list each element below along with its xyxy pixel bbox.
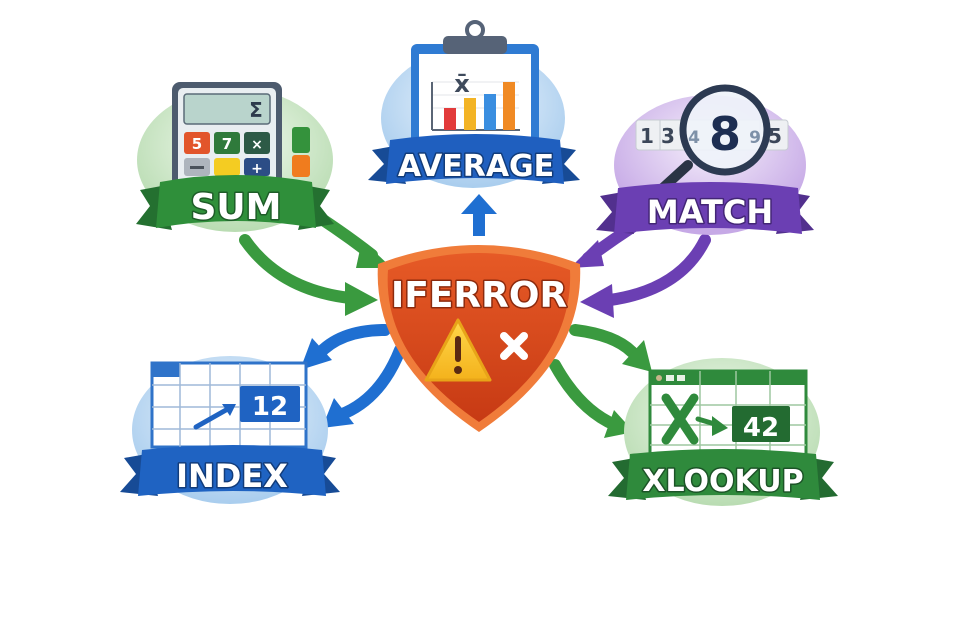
index-result-value: 12 — [252, 392, 288, 422]
warning-triangle-icon — [424, 318, 492, 382]
node-iferror[interactable]: IFERROR — [377, 245, 581, 432]
index-banner: INDEX — [120, 445, 340, 497]
node-average[interactable]: x̄ AVERAGE — [368, 20, 580, 188]
arrowhead-icon — [356, 240, 392, 268]
connection-match-to-iferror — [570, 216, 711, 318]
grid-table-icon: 12 — [150, 361, 308, 449]
node-xlookup[interactable]: 42 XLOOKUP — [608, 358, 838, 506]
arrowhead-icon — [345, 282, 378, 316]
magnifier-icon: 4 8 9 — [649, 84, 771, 201]
node-label: MATCH — [647, 193, 773, 231]
calculator-side-key — [292, 127, 310, 153]
svg-text:x̄: x̄ — [454, 70, 470, 98]
arrowhead-icon — [580, 284, 614, 318]
connection-iferror-to-average — [461, 194, 497, 236]
svg-text:×: × — [251, 137, 263, 153]
sum-banner: SUM — [136, 175, 334, 230]
svg-text:3: 3 — [661, 124, 675, 148]
svg-text:9: 9 — [749, 128, 761, 148]
svg-text:5: 5 — [192, 135, 202, 153]
connection-iferror-to-xlookup — [549, 324, 652, 438]
calculator-icon: Σ 5 7 × + — [172, 82, 282, 192]
node-label: XLOOKUP — [642, 464, 803, 499]
node-label: SUM — [191, 187, 282, 228]
node-sum[interactable]: Σ 5 7 × + SUM — [136, 82, 334, 232]
arrowhead-icon — [322, 398, 354, 428]
svg-text:4: 4 — [688, 128, 700, 148]
highlighted-value: 8 — [709, 107, 741, 161]
node-match[interactable]: 1 3 5 4 8 9 MATCH — [596, 84, 814, 235]
node-label: INDEX — [176, 457, 288, 495]
node-index[interactable]: 12 INDEX — [120, 356, 340, 504]
calculator-side-key — [292, 155, 310, 177]
svg-text:5: 5 — [768, 124, 782, 148]
x-mark-icon — [500, 332, 528, 360]
arrowhead-icon — [622, 340, 652, 372]
arrowhead-icon — [300, 338, 332, 370]
arrow-icon — [712, 416, 728, 436]
center-label: IFERROR — [391, 275, 567, 316]
spreadsheet-x-icon: 42 — [648, 369, 808, 457]
average-banner: AVERAGE — [368, 134, 580, 186]
xlookup-banner: XLOOKUP — [608, 449, 838, 501]
xlookup-result-value: 42 — [743, 413, 779, 443]
svg-text:+: + — [251, 161, 263, 177]
match-banner: MATCH — [596, 182, 814, 234]
arrowhead-icon — [461, 194, 497, 214]
arrowhead-icon — [570, 240, 604, 268]
arrow-icon — [222, 404, 236, 416]
svg-text:7: 7 — [222, 135, 232, 153]
connection-iferror-to-index — [300, 324, 406, 428]
node-label: AVERAGE — [398, 149, 554, 184]
svg-text:1: 1 — [640, 124, 654, 148]
svg-text:Σ: Σ — [249, 98, 263, 122]
